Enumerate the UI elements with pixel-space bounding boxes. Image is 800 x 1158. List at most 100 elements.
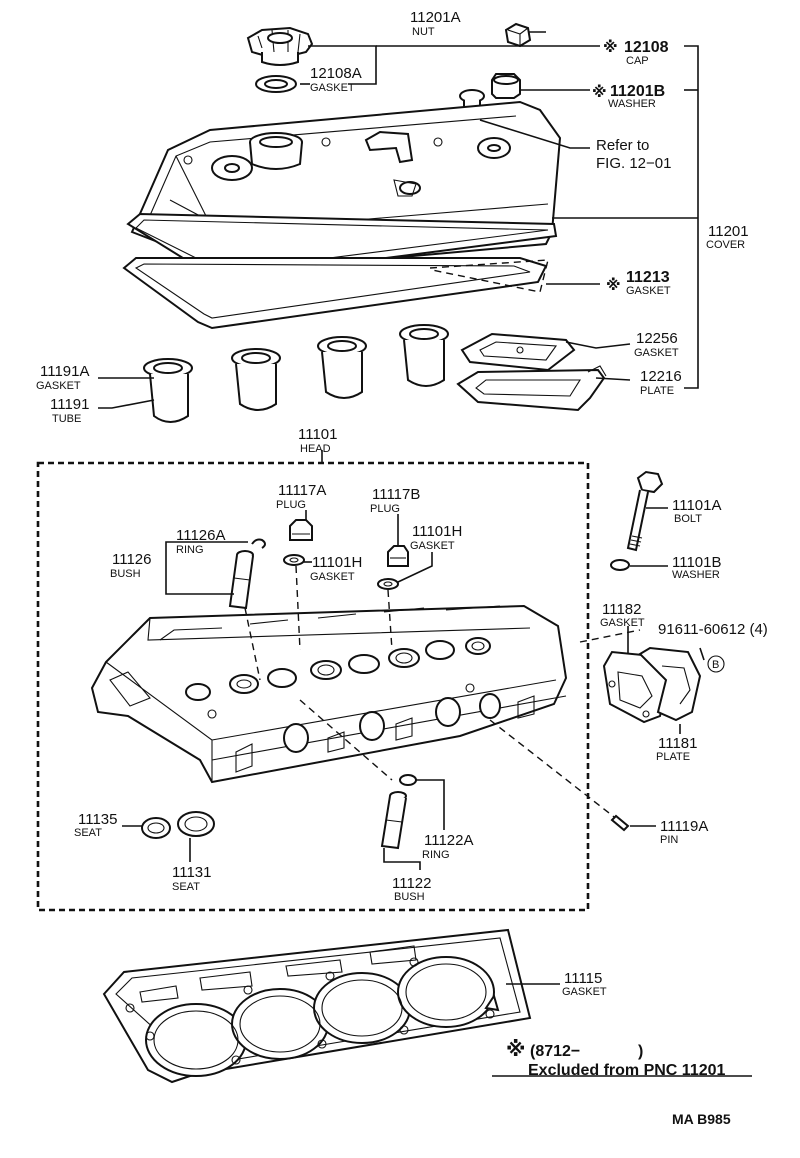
label-11101h-right-number: 11101H [412, 523, 462, 540]
label-12256-number: 12256 [636, 330, 678, 347]
label-12108-mark: ※ [603, 38, 618, 56]
label-11191-number: 11191 [50, 396, 90, 413]
label-11126a-name: RING [176, 544, 204, 556]
footnote-close: ) [638, 1043, 643, 1060]
figure-code: MA B985 [672, 1111, 731, 1127]
label-11135-number: 11135 [78, 811, 118, 828]
guide-line [295, 565, 301, 651]
label-11101h-left-number: 11101H [312, 554, 362, 571]
head-assembly-dashed-box [36, 461, 590, 912]
cover-washer-drawing [491, 73, 521, 99]
label-11135-name: SEAT [74, 827, 102, 839]
label-11122-name: BUSH [394, 891, 425, 903]
bush-lower-drawing [380, 791, 407, 850]
label-11201-name: COVER [706, 239, 745, 251]
label-11122a-number: 11122A [424, 832, 474, 849]
label-11101-name: HEAD [300, 443, 331, 455]
label-11213-number: 11213 [626, 269, 670, 286]
label-11201b-number: 11201B [610, 83, 665, 100]
spark-tube-4-drawing [399, 324, 449, 387]
label-11201a-number: 11201A [410, 9, 461, 26]
label-11182-number: 11182 [602, 601, 642, 618]
cover-nut-drawing [504, 22, 532, 48]
cylinder-head-drawing [90, 604, 568, 784]
label-12108-name: CAP [626, 55, 649, 67]
spark-tube-1-drawing [143, 358, 193, 423]
label-11201b-mark: ※ [592, 83, 607, 101]
ring-b-drawing [399, 774, 417, 786]
label-11101b-number: 11101B [672, 554, 722, 571]
label-11117a-name: PLUG [276, 499, 306, 511]
label-11101b-name: WASHER [672, 569, 720, 581]
guide-line [299, 699, 393, 781]
label-12216-name: PLATE [640, 385, 674, 397]
label-11101-number: 11101 [298, 426, 338, 443]
footnote-mark: ※ [506, 1037, 525, 1061]
breather-plate-drawing [456, 365, 607, 412]
label-11182-name: GASKET [600, 617, 645, 629]
label-11122a-name: RING [422, 849, 450, 861]
b-badge-circle [707, 655, 725, 673]
label-11213-mark: ※ [606, 276, 621, 294]
footnote-text: Excluded from PNC 11201 [528, 1062, 726, 1079]
label-11201a-name: NUT [412, 26, 435, 38]
label-11201-number: 11201 [708, 223, 749, 240]
label-11101a-number: 11101A [672, 497, 722, 514]
refer-line1: Refer to [596, 137, 649, 154]
plug-b-drawing [387, 545, 409, 567]
label-11213-name: GASKET [626, 285, 671, 297]
head-bolt-drawing [626, 470, 664, 552]
spark-tube-2-drawing [231, 348, 281, 411]
plug-a-drawing [289, 519, 313, 541]
label-11131-name: SEAT [172, 881, 200, 893]
label-12108-number: 12108 [624, 39, 669, 56]
label-11101a-name: BOLT [674, 513, 702, 525]
label-11131-number: 11131 [172, 864, 212, 881]
label-11126a-number: 11126A [176, 527, 226, 544]
label-12108a-name: GASKET [310, 82, 355, 94]
label-11191a-name: GASKET [36, 380, 81, 392]
side-gasket-plate-drawing [602, 646, 702, 724]
label-11117b-name: PLUG [370, 503, 400, 515]
label-11122-number: 11122 [392, 875, 432, 892]
gasket-h-right-drawing [377, 578, 399, 590]
label-12108a-number: 12108A [310, 65, 362, 82]
guide-line [579, 629, 641, 643]
spark-tube-3-drawing [317, 336, 367, 399]
footnote-code: (8712− [530, 1043, 580, 1060]
label-12216-number: 12216 [640, 368, 682, 385]
label-91611-badge: B [712, 659, 719, 671]
label-91611-number: 91611-60612 (4) [658, 621, 768, 638]
label-11101h-left-name: GASKET [310, 571, 355, 583]
refer-line2: FIG. 12−01 [596, 155, 671, 172]
guide-line [489, 719, 619, 821]
label-11201b-name: WASHER [608, 98, 656, 110]
label-11126-number: 11126 [112, 551, 152, 568]
guide-line [244, 607, 261, 681]
label-11181-name: PLATE [656, 751, 690, 763]
guide-line [387, 589, 393, 651]
label-11117b-number: 11117B [372, 486, 420, 503]
cover-seal-gasket-drawing [122, 257, 549, 330]
oil-filler-cap-drawing [246, 26, 314, 66]
valve-seat-drawing [141, 811, 215, 839]
label-11119a-name: PIN [660, 834, 678, 846]
pin-drawing [610, 814, 630, 832]
label-11191-name: TUBE [52, 413, 81, 425]
bush-upper-drawing [228, 550, 254, 610]
breather-gasket-drawing [460, 332, 576, 372]
head-gasket-drawing [102, 928, 532, 1084]
label-11126-name: BUSH [110, 568, 141, 580]
head-washer-drawing [610, 559, 630, 571]
ring-a-drawing [251, 538, 266, 549]
label-11181-number: 11181 [658, 735, 698, 752]
label-11191a-number: 11191A [40, 363, 90, 380]
gasket-h-left-drawing [283, 554, 305, 566]
leader-lines [98, 31, 752, 1077]
label-11115-name: GASKET [562, 986, 607, 998]
label-11115-number: 11115 [564, 970, 602, 987]
label-11117a-number: 11117A [278, 482, 326, 499]
label-12256-name: GASKET [634, 347, 679, 359]
label-11119a-number: 11119A [660, 818, 708, 835]
